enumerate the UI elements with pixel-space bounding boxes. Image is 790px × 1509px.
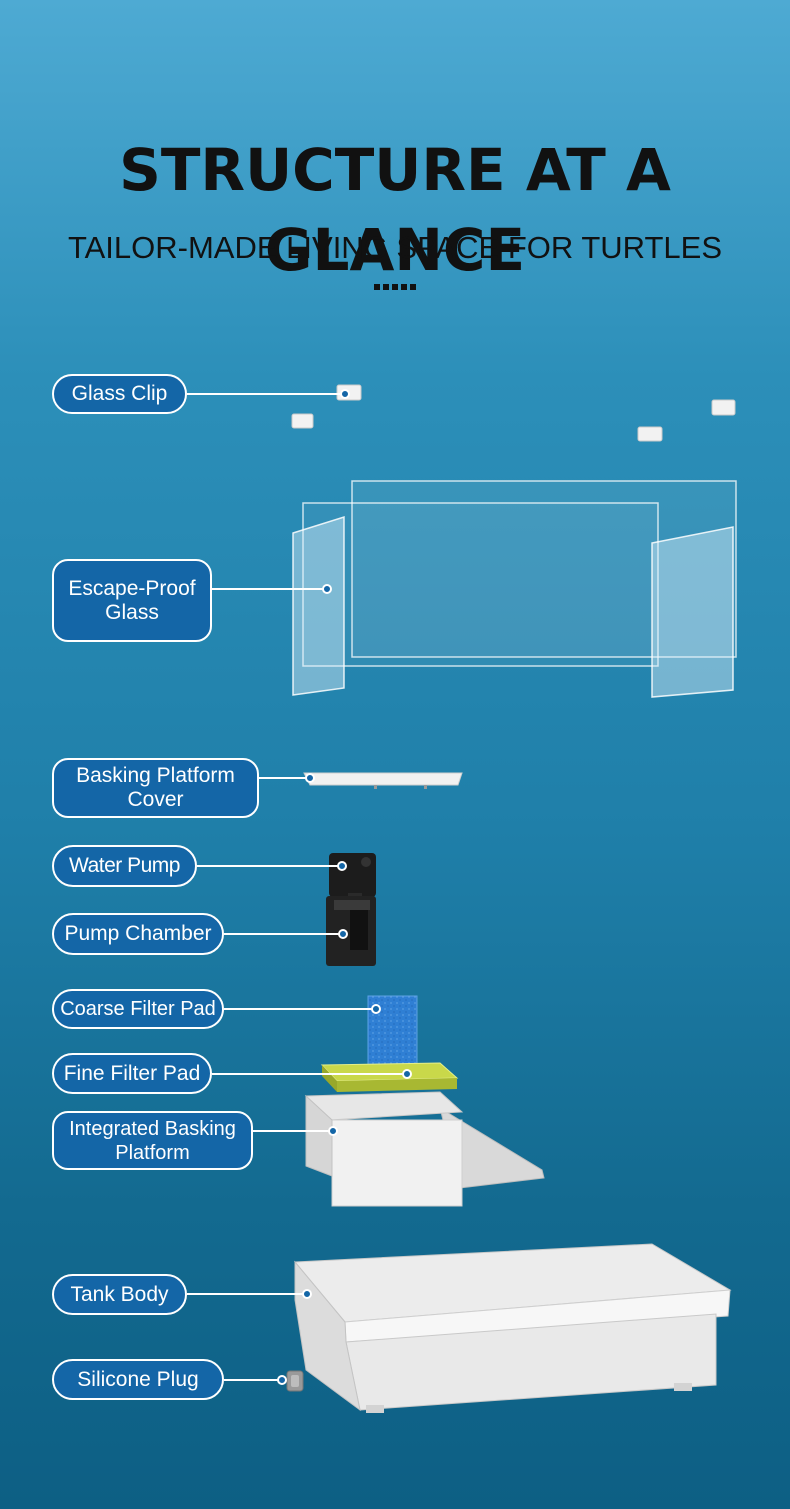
fine-filter-pad-illustration bbox=[320, 1062, 459, 1092]
glass-clip-illustration bbox=[291, 384, 736, 442]
basking-platform-cover-illustration bbox=[303, 772, 463, 789]
basking-platform-cover-label: Basking Platform Cover bbox=[52, 758, 259, 818]
water-pump-marker bbox=[337, 861, 347, 871]
escape-proof-glass-leader bbox=[212, 588, 328, 590]
page-subtitle: TAILOR-MADE LIVING SPACE FOR TURTLES bbox=[68, 230, 722, 265]
silicone-plug-illustration bbox=[286, 1370, 304, 1392]
integrated-basking-platform-label: Integrated Basking Platform bbox=[52, 1111, 253, 1170]
pump-chamber-label: Pump Chamber bbox=[52, 913, 224, 955]
page-title: STRUCTURE AT A GLANCE bbox=[119, 136, 671, 284]
glass-clip-marker bbox=[340, 389, 350, 399]
silicone-plug-marker bbox=[277, 1375, 287, 1385]
tank-body-leader bbox=[187, 1293, 307, 1295]
integrated-basking-platform-illustration bbox=[304, 1091, 545, 1207]
coarse-filter-pad-marker bbox=[371, 1004, 381, 1014]
basking-platform-cover-leader bbox=[259, 777, 311, 779]
tank-body-marker bbox=[302, 1289, 312, 1299]
glass-clip-label: Glass Clip bbox=[52, 374, 187, 414]
escape-proof-glass-label: Escape-Proof Glass bbox=[52, 559, 212, 642]
integrated-basking-platform-marker bbox=[328, 1126, 338, 1136]
integrated-basking-platform-leader bbox=[253, 1130, 333, 1132]
tank-body-illustration bbox=[293, 1243, 732, 1413]
pump-chamber-illustration bbox=[326, 896, 376, 966]
silicone-plug-label: Silicone Plug bbox=[52, 1359, 224, 1400]
water-pump-leader bbox=[197, 865, 343, 867]
divider-dots bbox=[374, 284, 416, 290]
fine-filter-pad-leader bbox=[212, 1073, 407, 1075]
fine-filter-pad-label: Fine Filter Pad bbox=[52, 1053, 212, 1094]
basking-platform-cover-marker bbox=[305, 773, 315, 783]
fine-filter-pad-marker bbox=[402, 1069, 412, 1079]
coarse-filter-pad-leader bbox=[224, 1008, 376, 1010]
escape-proof-glass-marker bbox=[322, 584, 332, 594]
water-pump-illustration bbox=[329, 853, 376, 899]
tank-body-label: Tank Body bbox=[52, 1274, 187, 1315]
glass-clip-leader bbox=[187, 393, 345, 395]
silicone-plug-leader bbox=[224, 1379, 282, 1381]
escape-proof-glass-illustration bbox=[292, 480, 737, 698]
pump-chamber-leader bbox=[224, 933, 344, 935]
pump-chamber-marker bbox=[338, 929, 348, 939]
water-pump-label: Water Pump bbox=[52, 845, 197, 887]
coarse-filter-pad-label: Coarse Filter Pad bbox=[52, 989, 224, 1029]
